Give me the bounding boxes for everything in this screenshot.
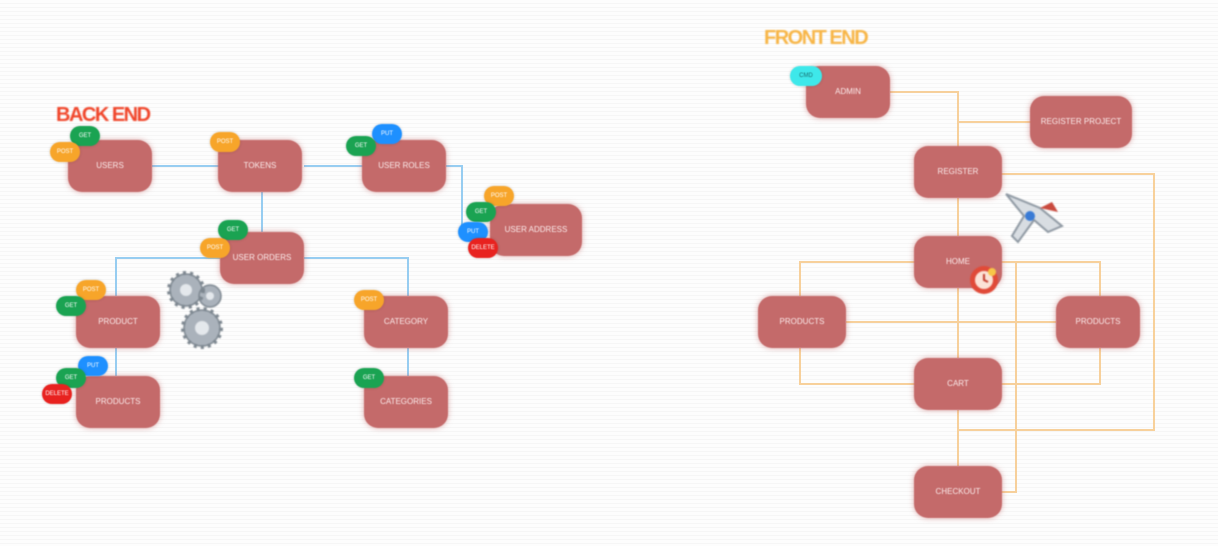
backend-connectors [115,165,478,376]
badge-post: POST [484,186,514,206]
badge-put: PUT [458,222,488,242]
node-products-right[interactable]: PRODUCTS [1056,296,1140,348]
wire-orders-category [304,257,409,296]
node-checkout[interactable]: CHECKOUT [914,466,1002,518]
badge-get: GET [70,126,100,146]
wire-products-left-cart [799,348,916,385]
node-cart[interactable]: CART [914,358,1002,410]
wire-home-products-left [799,261,916,296]
frontend-connectors [799,91,1155,493]
wire-products-right-cart [1000,348,1101,385]
node-admin[interactable]: ADMIN [806,66,890,118]
wire-admin-register [890,91,959,148]
badge-post: POST [200,238,230,258]
badge-get: GET [56,368,86,388]
badge-put: PUT [372,124,402,144]
badge-get: GET [466,202,496,222]
badge-put: PUT [78,356,108,376]
wire-home-products-right [1000,261,1101,296]
badge-get: GET [56,296,86,316]
clock-icon [970,266,998,294]
badge-post: POST [76,280,106,300]
wire-checkout-home [1000,262,1017,493]
gears-icon [167,271,223,349]
node-user-address[interactable]: USER ADDRESS [490,204,582,256]
node-products-left[interactable]: PRODUCTS [758,296,846,348]
node-register[interactable]: REGISTER [914,146,1002,198]
rocket-icon [1005,193,1064,244]
node-products[interactable]: PRODUCTS [76,376,160,428]
badge-get: GET [354,368,384,388]
badge-post: POST [354,290,384,310]
node-user-orders[interactable]: USER ORDERS [220,232,304,284]
node-register-project[interactable]: REGISTER PROJECT [1030,96,1132,148]
badge-get: GET [218,220,248,240]
badge-cmd: CMD [790,66,822,86]
badge-get: GET [346,136,376,156]
backend-title: BACK END [56,104,151,126]
node-user-roles[interactable]: USER ROLES [362,140,446,192]
badge-post: POST [210,132,240,152]
badge-delete: DELETE [468,238,498,258]
wire-orders-product [115,257,220,296]
node-product[interactable]: PRODUCT [76,296,160,348]
frontend-title: FRONT END [764,27,869,49]
node-users[interactable]: USERS [68,140,152,192]
badge-delete: DELETE [42,384,72,404]
badge-post: POST [50,142,80,162]
